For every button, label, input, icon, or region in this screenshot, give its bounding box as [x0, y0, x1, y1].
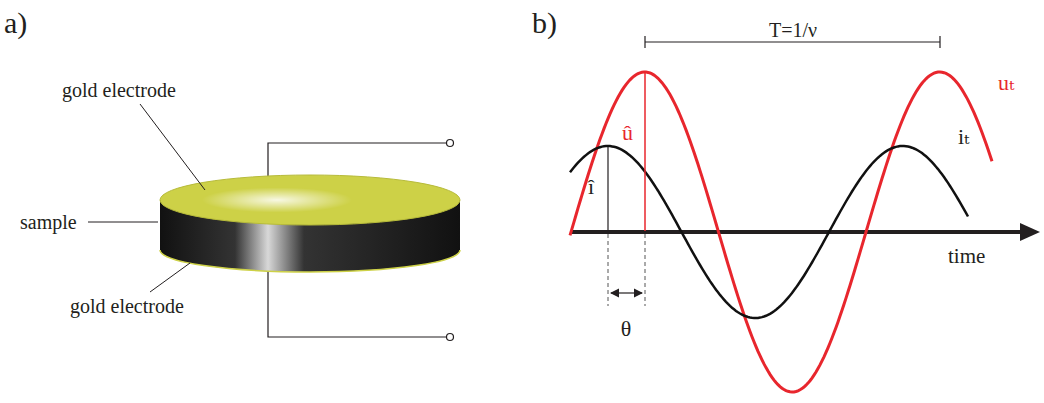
panel-letter: a)	[4, 8, 27, 38]
current-wave	[570, 146, 968, 318]
part-label: gold electrode	[62, 80, 176, 100]
leader-line	[88, 104, 205, 292]
signal-name: iₜ	[958, 126, 970, 148]
voltage-wave	[570, 72, 992, 392]
amplitude-label: û	[622, 122, 633, 144]
dashed-guide	[608, 234, 645, 306]
panel-letter: b)	[532, 8, 557, 38]
part-label: sample	[20, 212, 77, 232]
time-axis	[570, 223, 1040, 241]
amplitude-line	[607, 147, 608, 231]
amplitude-label: î	[588, 176, 594, 198]
axis-label: time	[948, 246, 985, 267]
part-label: gold electrode	[70, 296, 184, 316]
amplitude-line	[644, 72, 646, 231]
phase-label: θ	[621, 318, 632, 340]
phase-arrow	[611, 292, 642, 293]
period-label: T=1/ν	[769, 20, 817, 40]
signal-name: uₜ	[998, 72, 1014, 94]
